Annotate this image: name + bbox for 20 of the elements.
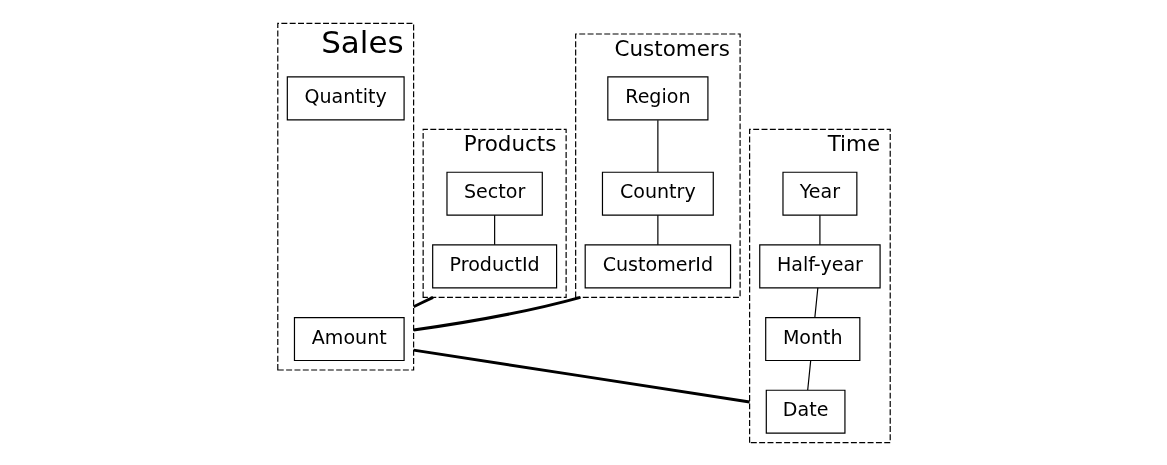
connector xyxy=(806,359,811,391)
connector xyxy=(813,286,818,318)
node-box: Year xyxy=(781,171,857,216)
node-box: ProductId xyxy=(431,243,557,288)
connector xyxy=(412,295,434,308)
node-box: CustomerId xyxy=(584,243,731,288)
connector xyxy=(656,214,658,245)
node-box: Quantity xyxy=(286,75,405,120)
node-box: Amount xyxy=(293,316,405,361)
node-box: Region xyxy=(606,75,708,120)
connector xyxy=(493,214,495,245)
connector xyxy=(818,214,820,245)
node-box: Half-year xyxy=(758,243,881,288)
connector xyxy=(412,295,581,331)
connector xyxy=(412,348,750,403)
node-box: Month xyxy=(764,316,860,361)
node-box: Country xyxy=(601,171,714,216)
connector xyxy=(656,119,658,172)
node-box: Sector xyxy=(445,171,543,216)
node-box: Date xyxy=(765,389,846,434)
